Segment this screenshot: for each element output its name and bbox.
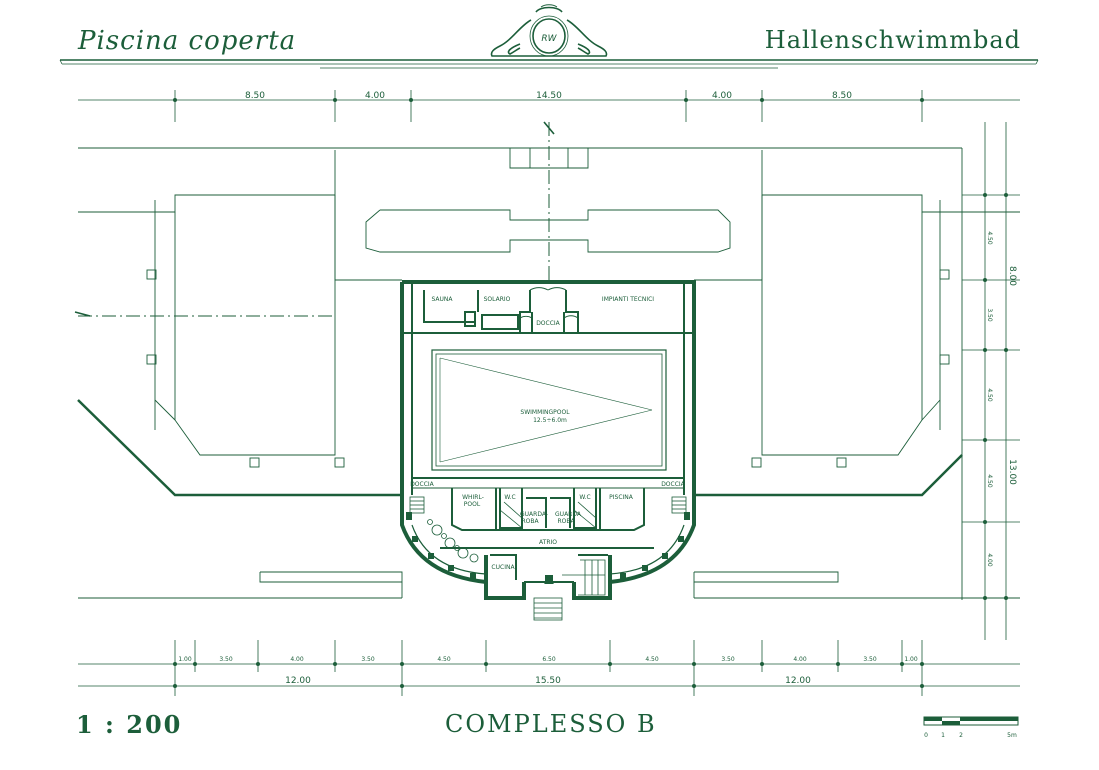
entrance-arrow-icon [544,578,554,584]
dim-right-main-1: 8.00 [1007,266,1017,286]
room-guardaroba-left-line2: ROBA [521,518,539,525]
room-impianti-tecnici: IMPIANTI TECNICI [602,296,654,303]
outer-walls-diagonal [77,399,963,497]
dimension-line-top [78,90,1020,122]
dim-bottom-main-1: 12.00 [285,676,311,686]
room-guardaroba-right-line2: ROBA [557,518,575,525]
dim-bottom-detail-6: 6.50 [542,656,556,663]
dim-right-detail-4: 4.50 [986,474,993,488]
room-solario: SOLARIO [484,296,511,303]
scale-tick-1: 1 [941,732,945,739]
room-whirlpool-line1: WHIRL- [462,494,484,501]
room-doccia-top: DOCCIA [536,320,560,327]
dimension-line-right [962,122,1020,640]
scale-tick-5m: 5m [1007,732,1017,739]
dim-right-main-2: 13.00 [1007,459,1017,485]
dim-bottom-detail-8: 3.50 [721,656,735,663]
drawing-title-german: Hallenschwimmbad [764,26,1021,54]
swimming-pool [431,349,667,471]
room-atrio: ATRIO [539,539,557,546]
drawing-title-italian: Piscina coperta [78,26,297,56]
dim-top-2: 4.00 [365,91,385,101]
room-swimming-pool: SWIMMINGPOOL [520,409,570,416]
shower-blocks [409,496,687,529]
dim-top-4: 4.00 [712,91,732,101]
interior-partitions [402,282,694,583]
room-cucina: CUCINA [491,564,515,571]
cafe-tables [427,519,479,563]
scale-tick-0: 0 [924,732,928,739]
dim-bottom-detail-3: 4.00 [290,656,304,663]
room-guardaroba-right-line1: GUARDA [555,511,582,518]
dim-bottom-detail-2: 3.50 [219,656,233,663]
emblem-monogram: RW [541,34,557,44]
dim-top-1: 8.50 [245,91,265,101]
room-whirlpool-line2: POOL [464,501,481,508]
main-building-walls [400,280,696,600]
curved-facade [411,524,685,575]
dim-right-detail-3: 4.50 [986,388,993,402]
dim-right-detail-1: 4.50 [986,231,993,245]
room-doccia-right: DOCCIA [661,481,685,488]
dim-bottom-detail-1: 1.00 [178,656,192,663]
dim-bottom-detail-4: 3.50 [361,656,375,663]
facade-window-marks [406,512,690,581]
terrace-outline [78,147,1020,600]
entrance-stairs [533,559,606,621]
dimension-line-bottom [78,640,1020,696]
dim-bottom-main-3: 12.00 [785,676,811,686]
axis-markers [74,121,555,317]
dim-bottom-main-2: 15.50 [535,676,561,686]
dim-bottom-detail-10: 3.50 [863,656,877,663]
room-doccia-left: DOCCIA [410,481,434,488]
dim-right-detail-5: 4.00 [986,553,993,567]
room-wc-left: W.C [504,494,515,501]
pool-size: 12.5÷6.0m [533,417,567,424]
room-guardaroba-left-line1: GUARDA- [520,511,548,518]
complex-label: COMPLESSO B [445,710,657,738]
dim-bottom-detail-5: 4.50 [437,656,451,663]
scale-tick-2: 2 [959,732,963,739]
dim-bottom-detail-9: 4.00 [793,656,807,663]
dim-right-detail-2: 3.50 [986,308,993,322]
header-rule [59,59,1039,69]
room-piscina: PISCINA [609,494,634,501]
emblem-logo [490,4,608,57]
scale-label: 1 : 200 [76,710,183,739]
dim-bottom-detail-7: 4.50 [645,656,659,663]
room-sauna: SAUNA [431,296,453,303]
dim-top-5: 8.50 [832,91,852,101]
dim-top-3: 14.50 [536,91,562,101]
dim-bottom-detail-11: 1.00 [904,656,918,663]
room-wc-right: W.C [579,494,590,501]
